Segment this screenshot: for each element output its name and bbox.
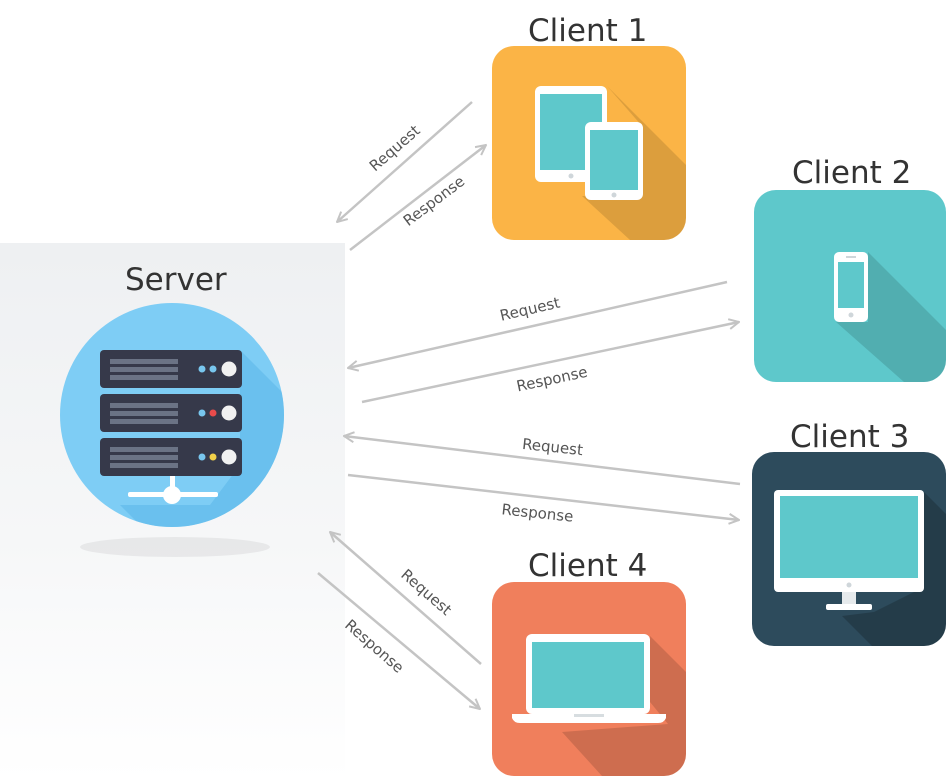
client3-response-arrow: [347, 473, 739, 520]
client2-tile: [754, 190, 946, 382]
laptop-icon: [512, 634, 686, 776]
client4-response-arrow: [317, 572, 480, 709]
client3-title: Client 3: [790, 419, 910, 455]
client3-request-arrow: [344, 436, 741, 486]
client1-tile: [492, 46, 686, 240]
client3-response-label: Response: [501, 500, 575, 525]
client1-response-arrow: [349, 145, 486, 251]
client4-request-arrow: [330, 532, 482, 665]
client1-response-label: Response: [400, 172, 468, 230]
client3-request-label: Request: [521, 435, 584, 459]
server-title: Server: [125, 262, 227, 298]
phone-icon: [834, 252, 946, 382]
client1-request-arrow: [337, 101, 473, 222]
client2-response-arrow: [361, 322, 739, 404]
client4-tile: [492, 582, 686, 776]
monitor-icon: [774, 490, 946, 646]
tablet-icon: [535, 86, 686, 240]
client1-title: Client 1: [528, 13, 648, 49]
client4-title: Client 4: [528, 548, 648, 584]
client2-title: Client 2: [792, 155, 912, 191]
server-icon: [60, 303, 284, 557]
client1-request-label: Request: [366, 121, 424, 175]
client4-request-label: Request: [397, 565, 455, 619]
client2-request-arrow: [348, 280, 728, 368]
client4-response-label: Response: [341, 616, 407, 677]
client3-tile: [752, 452, 946, 646]
client2-request-label: Request: [498, 293, 562, 324]
